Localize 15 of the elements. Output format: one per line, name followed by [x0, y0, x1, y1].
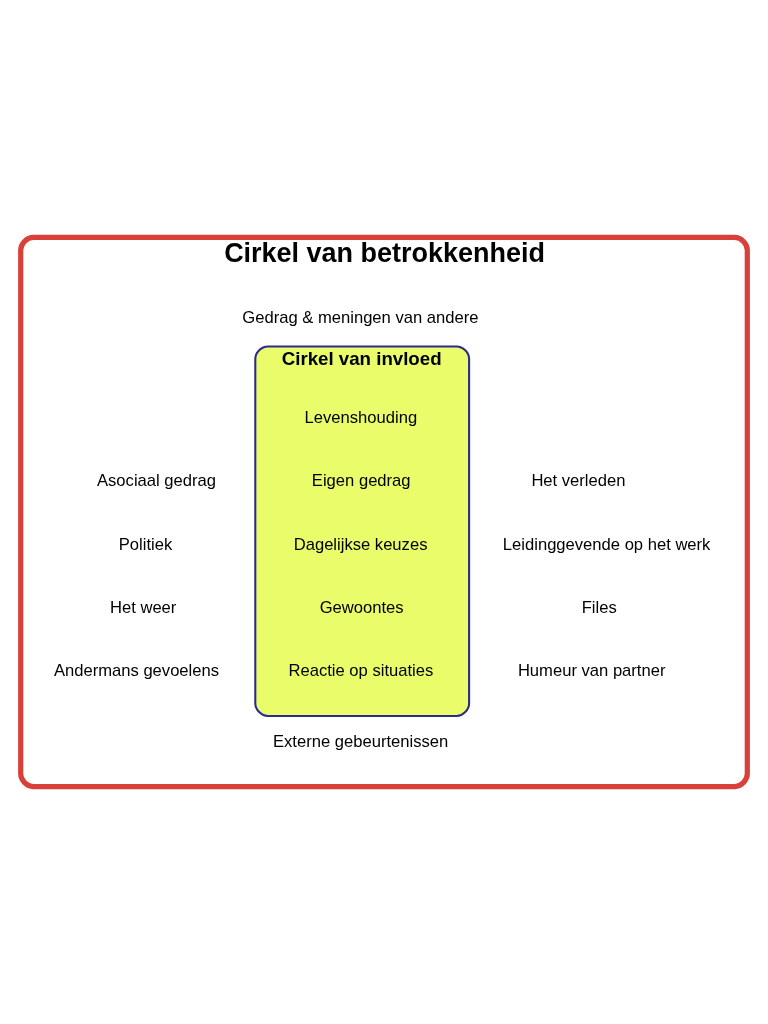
node-text: Asociaal gedrag: [97, 471, 217, 491]
node-text: Eigen gedrag: [311, 471, 411, 491]
node-text: Gewoontes: [319, 597, 404, 617]
node-text: Files: [581, 597, 617, 617]
node-text: Reactie op situaties: [288, 661, 434, 681]
node-text: Andermans gevoelens: [53, 661, 220, 681]
node-text: Levenshouding: [304, 408, 418, 428]
node-text: Dagelijkse keuzes: [293, 534, 428, 554]
node-text: Het weer: [109, 597, 177, 617]
node-text: Politiek: [118, 534, 173, 554]
node-text: Externe gebeurtenissen: [272, 731, 449, 751]
node-text: Het verleden: [531, 471, 626, 491]
node-text: Gedrag & meningen van andere: [242, 308, 479, 328]
node-text: Leidinggevende op het werk: [502, 534, 711, 554]
node-text: Humeur van partner: [517, 661, 666, 681]
